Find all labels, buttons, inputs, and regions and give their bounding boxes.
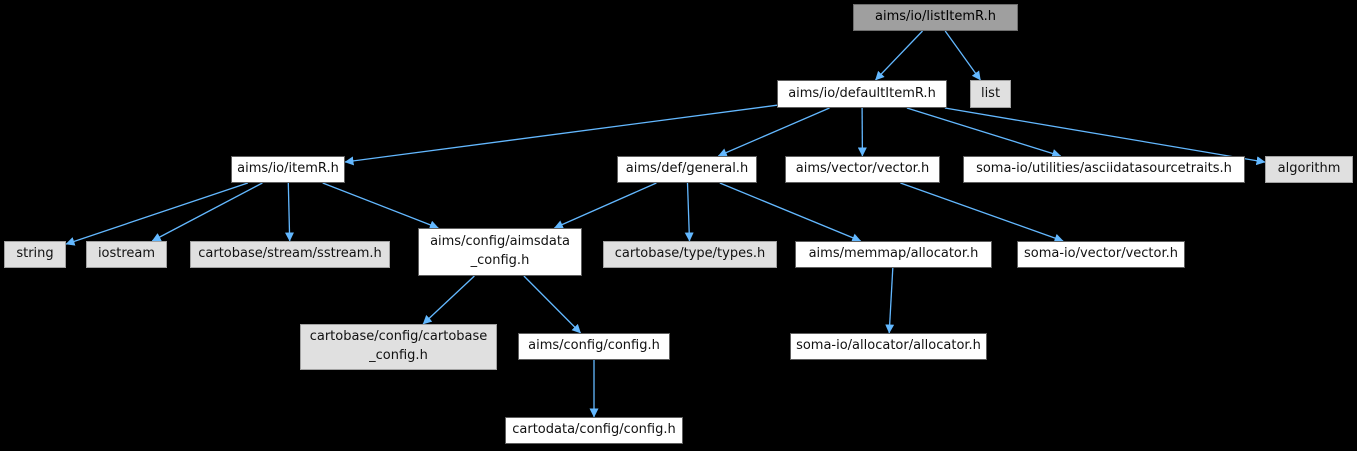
graph-node-list[interactable]: list <box>970 80 1011 108</box>
include-edge-itemr-to-aimsdataconfig <box>322 182 439 230</box>
include-edge-listitemr-to-defaultitemr <box>875 30 923 81</box>
graph-node-somaallocator[interactable]: soma-io/allocator/allocator.h <box>790 333 987 360</box>
graph-node-string[interactable]: string <box>4 241 66 268</box>
include-edge-general-to-memmap <box>719 182 862 242</box>
include-edge-itemr-to-iostream <box>151 182 263 242</box>
graph-node-asciitraits[interactable]: soma-io/utilities/asciidatasourcetraits.… <box>963 156 1245 183</box>
graph-node-iostream[interactable]: iostream <box>86 241 167 268</box>
include-edge-general-to-types <box>684 182 694 242</box>
graph-node-aimsdataconfig[interactable]: aims/config/aimsdata _config.h <box>418 228 582 276</box>
include-edge-vector-to-somavector <box>900 182 1064 243</box>
include-edge-aimsdataconfig-to-aimsconfig <box>523 275 582 334</box>
include-edge-defaultitemr-to-itemr <box>344 104 778 166</box>
graph-node-defaultitemr[interactable]: aims/io/defaultItemR.h <box>777 80 947 108</box>
graph-node-vector[interactable]: aims/vector/vector.h <box>785 156 940 183</box>
graph-node-cartodataconfig[interactable]: cartodata/config/config.h <box>505 417 683 444</box>
graph-node-general[interactable]: aims/def/general.h <box>617 156 757 183</box>
graph-node-listitemr[interactable]: aims/io/listItemR.h <box>853 4 1018 31</box>
include-edge-itemr-to-sstream <box>284 182 294 242</box>
include-edge-defaultitemr-to-asciitraits <box>906 107 1062 158</box>
include-edge-aimsdataconfig-to-cartobaseconfig <box>422 275 475 325</box>
include-edge-defaultitemr-to-algorithm <box>944 107 1266 166</box>
graph-node-algorithm[interactable]: algorithm <box>1265 156 1353 183</box>
include-edge-listitemr-to-list <box>944 30 981 81</box>
include-edge-itemr-to-string <box>65 182 249 246</box>
include-edge-defaultitemr-to-general <box>717 107 830 157</box>
graph-node-itemr[interactable]: aims/io/itemR.h <box>231 156 345 183</box>
graph-node-sstream[interactable]: cartobase/stream/sstream.h <box>190 241 390 268</box>
graph-node-somavector[interactable]: soma-io/vector/vector.h <box>1017 241 1185 268</box>
graph-node-types[interactable]: cartobase/type/types.h <box>603 241 777 268</box>
include-edge-general-to-aimsdataconfig <box>553 182 657 229</box>
graph-node-cartobaseconfig[interactable]: cartobase/config/cartobase _config.h <box>300 324 497 370</box>
graph-node-memmap[interactable]: aims/memmap/allocator.h <box>795 241 992 268</box>
include-edge-memmap-to-somaallocator <box>885 267 895 334</box>
graph-node-aimsconfig[interactable]: aims/config/config.h <box>518 333 670 360</box>
